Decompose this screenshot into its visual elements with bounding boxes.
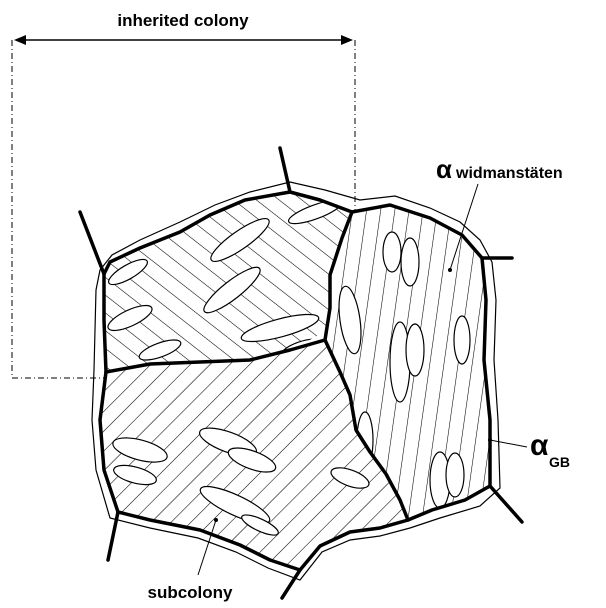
alpha-gb-subscript: GB: [549, 454, 570, 470]
alpha-gb-leader: [490, 440, 527, 447]
alpha-widmanstatten-pointer: [448, 268, 452, 272]
inherited-colony-label: inherited colony: [117, 11, 249, 30]
alpha-gb-symbol: α: [530, 429, 549, 462]
alpha-gb-pointer: [488, 438, 492, 442]
alpha-widmanstatten-label: widmanstäten: [455, 165, 563, 182]
subcolony-label: subcolony: [147, 583, 233, 602]
alpha-widmanstatten-symbol: α: [436, 154, 452, 184]
subcolony-pointer: [214, 518, 218, 522]
